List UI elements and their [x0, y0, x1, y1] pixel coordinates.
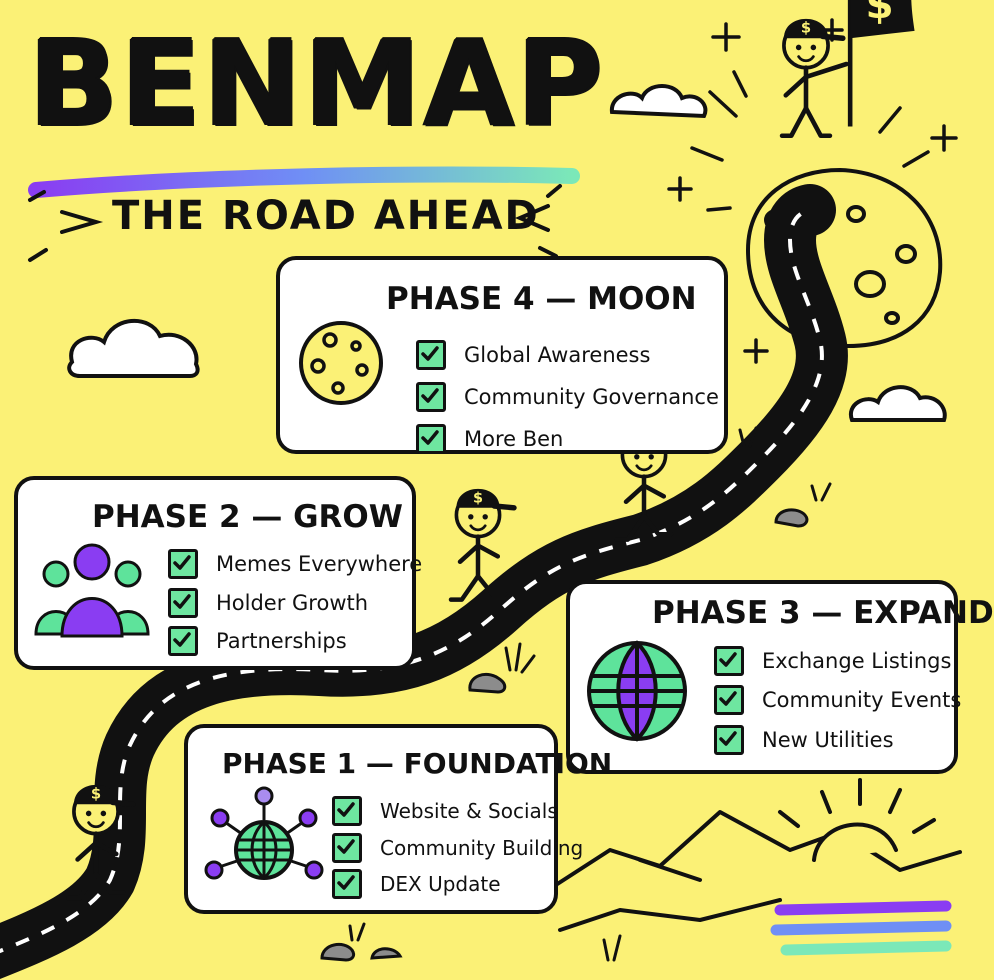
list-item-label: Exchange Listings — [762, 649, 952, 673]
phase-2-list: Memes Everywhere Holder Growth Partnersh… — [168, 544, 422, 660]
phase-1-title: PHASE 1 — FOUNDATION — [222, 747, 613, 780]
list-item-label: Memes Everywhere — [216, 552, 423, 576]
ben-walker: $ — [66, 784, 136, 901]
checkbox-checked-icon — [332, 833, 362, 863]
phase-1-card: PHASE 1 — FOUNDATION Website & Socials C… — [184, 724, 612, 914]
rocks — [320, 508, 809, 962]
moon-rays — [690, 70, 930, 212]
checkbox-checked-icon — [168, 588, 198, 618]
sun-icon — [778, 778, 936, 862]
list-item: Global Awareness — [416, 334, 719, 376]
checkbox-checked-icon — [714, 685, 744, 715]
phase-3-card: PHASE 3 — EXPAND Exchange Listings Commu… — [566, 580, 994, 774]
cloud — [848, 385, 947, 422]
list-item-label: New Utilities — [762, 728, 894, 752]
list-item: Memes Everywhere — [168, 544, 422, 584]
cap-symbol: $ — [473, 490, 483, 506]
mountains — [546, 810, 962, 932]
phase-2-card: PHASE 2 — GROW Memes Everywhere Holder G… — [14, 476, 422, 670]
flag-symbol: $ — [866, 0, 894, 28]
people-group-icon — [34, 543, 150, 638]
ben-with-flag: $ $ — [779, 0, 915, 139]
globe-icon — [587, 640, 687, 742]
checkbox-checked-icon — [168, 626, 198, 656]
cap-symbol: $ — [801, 20, 811, 37]
list-item: Community Governance — [416, 376, 719, 418]
list-item: Community Events — [714, 680, 961, 720]
checkbox-checked-icon — [714, 646, 744, 676]
rainbow-stripes — [770, 900, 952, 956]
subtitle-marks — [28, 184, 562, 262]
scene-art: $ $ $ $ $ — [0, 0, 962, 980]
list-item-label: More Ben — [464, 427, 564, 451]
list-item-label: Website & Socials — [380, 799, 558, 823]
checkbox-checked-icon — [332, 796, 362, 826]
phase-4-title: PHASE 4 — MOON — [386, 281, 697, 317]
checkbox-checked-icon — [416, 382, 446, 412]
checkbox-checked-icon — [332, 869, 362, 899]
road-dashes — [0, 208, 824, 954]
list-item-label: Partnerships — [216, 629, 347, 653]
list-item: DEX Update — [332, 866, 583, 902]
title-underline — [28, 166, 580, 198]
cloud — [609, 84, 708, 119]
list-item-label: Community Events — [762, 688, 962, 712]
cap-symbol: $ — [91, 786, 101, 803]
page-subtitle: THE ROAD AHEAD — [112, 193, 540, 239]
checkbox-checked-icon — [168, 549, 198, 579]
checkbox-checked-icon — [416, 340, 446, 370]
checkbox-checked-icon — [416, 424, 446, 454]
list-item: More Ben — [416, 418, 719, 460]
list-item: Holder Growth — [168, 584, 422, 622]
page-title: BENMAP — [28, 14, 605, 152]
network-globe-icon — [204, 786, 324, 880]
phase-4-card: PHASE 4 — MOON Global Awareness Communit… — [276, 256, 728, 454]
list-item-label: Community Building — [380, 836, 584, 860]
list-item: Website & Socials — [332, 792, 583, 830]
checkbox-checked-icon — [714, 725, 744, 755]
list-item: New Utilities — [714, 720, 961, 760]
ben-walker: $ — [448, 488, 517, 602]
list-item: Community Building — [332, 830, 583, 866]
phase-3-title: PHASE 3 — EXPAND — [652, 595, 994, 631]
grass — [348, 426, 832, 962]
phase-1-list: Website & Socials Community Building DEX… — [332, 792, 583, 902]
cloud — [67, 319, 200, 378]
list-item: Partnerships — [168, 622, 422, 660]
list-item-label: DEX Update — [380, 872, 501, 896]
moon-icon — [299, 321, 383, 405]
phase-4-list: Global Awareness Community Governance Mo… — [416, 334, 719, 460]
phase-3-list: Exchange Listings Community Events New U… — [714, 642, 961, 760]
list-item-label: Community Governance — [464, 385, 719, 409]
list-item: Exchange Listings — [714, 642, 961, 680]
list-item-label: Holder Growth — [216, 591, 369, 615]
list-item-label: Global Awareness — [464, 343, 651, 367]
phase-2-title: PHASE 2 — GROW — [92, 499, 403, 535]
